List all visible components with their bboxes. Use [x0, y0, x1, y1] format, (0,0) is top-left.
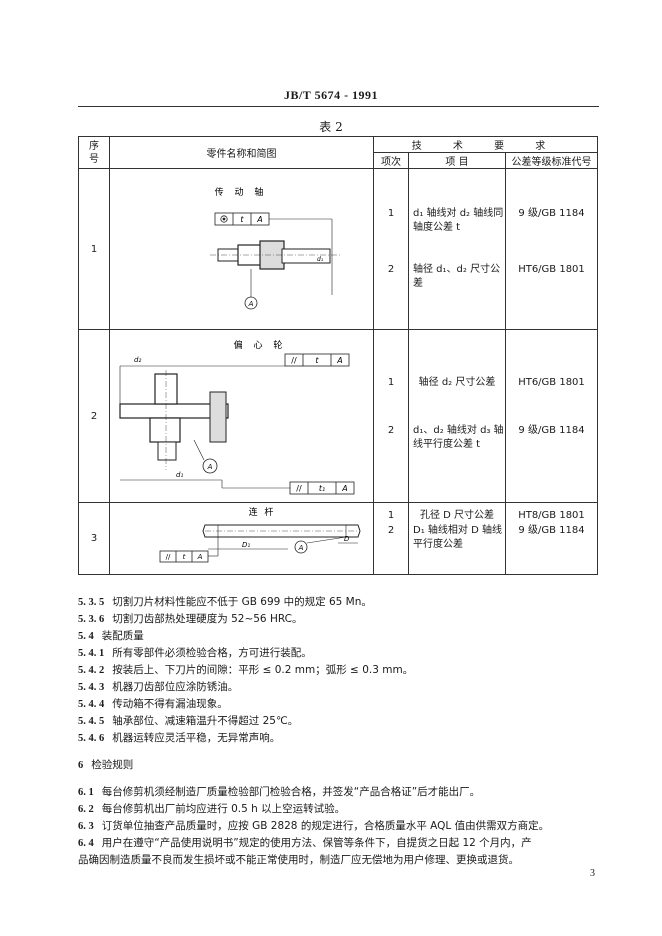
svg-text:连 杆: 连 杆 [249, 506, 276, 518]
svg-text:A: A [207, 463, 213, 471]
header-part-name: 零件名称和简图 [109, 136, 374, 169]
header-tolerance: 公差等级标准代号 [505, 152, 598, 169]
doc-code: JB/T 5674 - 1991 [283, 88, 379, 102]
item-std: 9 级/GB 1184 [518, 525, 585, 536]
spec-table: 序 号 零件名称和简图 技 术 要 求 项次 项 目 公差等级标准代号 1 传 … [78, 136, 598, 575]
svg-text:A: A [298, 544, 304, 552]
item-std: 9 级/GB 1184 [518, 425, 585, 436]
row-seq: 2 [78, 329, 110, 503]
svg-text://: // [291, 356, 297, 365]
svg-text://: // [296, 484, 302, 493]
item-no: 2 [387, 264, 395, 275]
svg-text:A: A [336, 356, 342, 365]
svg-text:t: t [240, 215, 244, 224]
item-desc: 轴径 d₁、d₂ 尺寸公差 [413, 264, 501, 289]
row-seq: 3 [78, 502, 110, 575]
svg-text:d₁: d₁ [317, 256, 324, 263]
drawing-drive-shaft: 传 动 轴 t A d₁ [109, 168, 374, 330]
item-no: 2 [387, 425, 395, 436]
item-std: 9 级/GB 1184 [518, 208, 585, 219]
svg-text:d₁: d₁ [176, 471, 183, 479]
table-row: 3 连 杆 D₁ A D [78, 502, 598, 575]
svg-text:A: A [197, 553, 203, 561]
svg-text:A: A [248, 300, 254, 308]
table-row: 1 传 动 轴 t A d₁ [78, 168, 598, 330]
item-no: 1 [387, 510, 395, 521]
item-desc: d₁、d₂ 轴线对 d₃ 轴线平行度公差 t [413, 425, 504, 450]
item-no: 2 [387, 525, 395, 536]
drawing-eccentric-wheel: 偏 心 轮 // t A d₂ A [109, 329, 374, 503]
svg-text:t₁: t₁ [319, 484, 325, 493]
item-no: 1 [387, 377, 395, 388]
row-seq: 1 [78, 168, 110, 330]
header-item-no: 项次 [373, 152, 409, 169]
item-no: 1 [387, 208, 395, 219]
part-title: 传 动 轴 [215, 186, 268, 198]
header-item: 项 目 [408, 152, 506, 169]
svg-text:A: A [256, 215, 262, 224]
item-desc: d₁ 轴线对 d₂ 轴线同轴度公差 t [413, 208, 504, 233]
item-desc: 孔径 D 尺寸公差 [419, 510, 495, 521]
svg-text:A: A [341, 484, 347, 493]
item-std: HT6/GB 1801 [518, 264, 585, 275]
page-number: 3 [590, 868, 595, 879]
item-std: HT6/GB 1801 [518, 377, 585, 388]
svg-text://: // [166, 553, 171, 561]
svg-text:D₁: D₁ [242, 541, 250, 549]
svg-text:d₂: d₂ [134, 356, 141, 364]
clause-continued: 品确因制造质量不良而发生损坏或不能正常使用时，制造厂应无偿地为用户修理、更换或退… [78, 854, 519, 866]
svg-text:偏 心 轮: 偏 心 轮 [234, 339, 287, 351]
header-rule [78, 106, 599, 107]
header-tech-req: 技 术 要 求 [373, 136, 598, 153]
svg-text:D: D [344, 535, 350, 543]
svg-text:t: t [315, 356, 319, 365]
drawing-connecting-rod: 连 杆 D₁ A D // t [109, 502, 374, 575]
item-desc: D₁ 轴线相对 D 轴线平行度公差 [413, 525, 502, 550]
table-row: 2 偏 心 轮 // t A d₂ [78, 329, 598, 503]
item-desc: 轴径 d₂ 尺寸公差 [418, 377, 496, 388]
item-std: HT8/GB 1801 [518, 510, 585, 521]
svg-text:t: t [183, 553, 186, 561]
table-caption: 表 2 [319, 120, 343, 134]
header-seq: 序 号 [78, 136, 110, 169]
